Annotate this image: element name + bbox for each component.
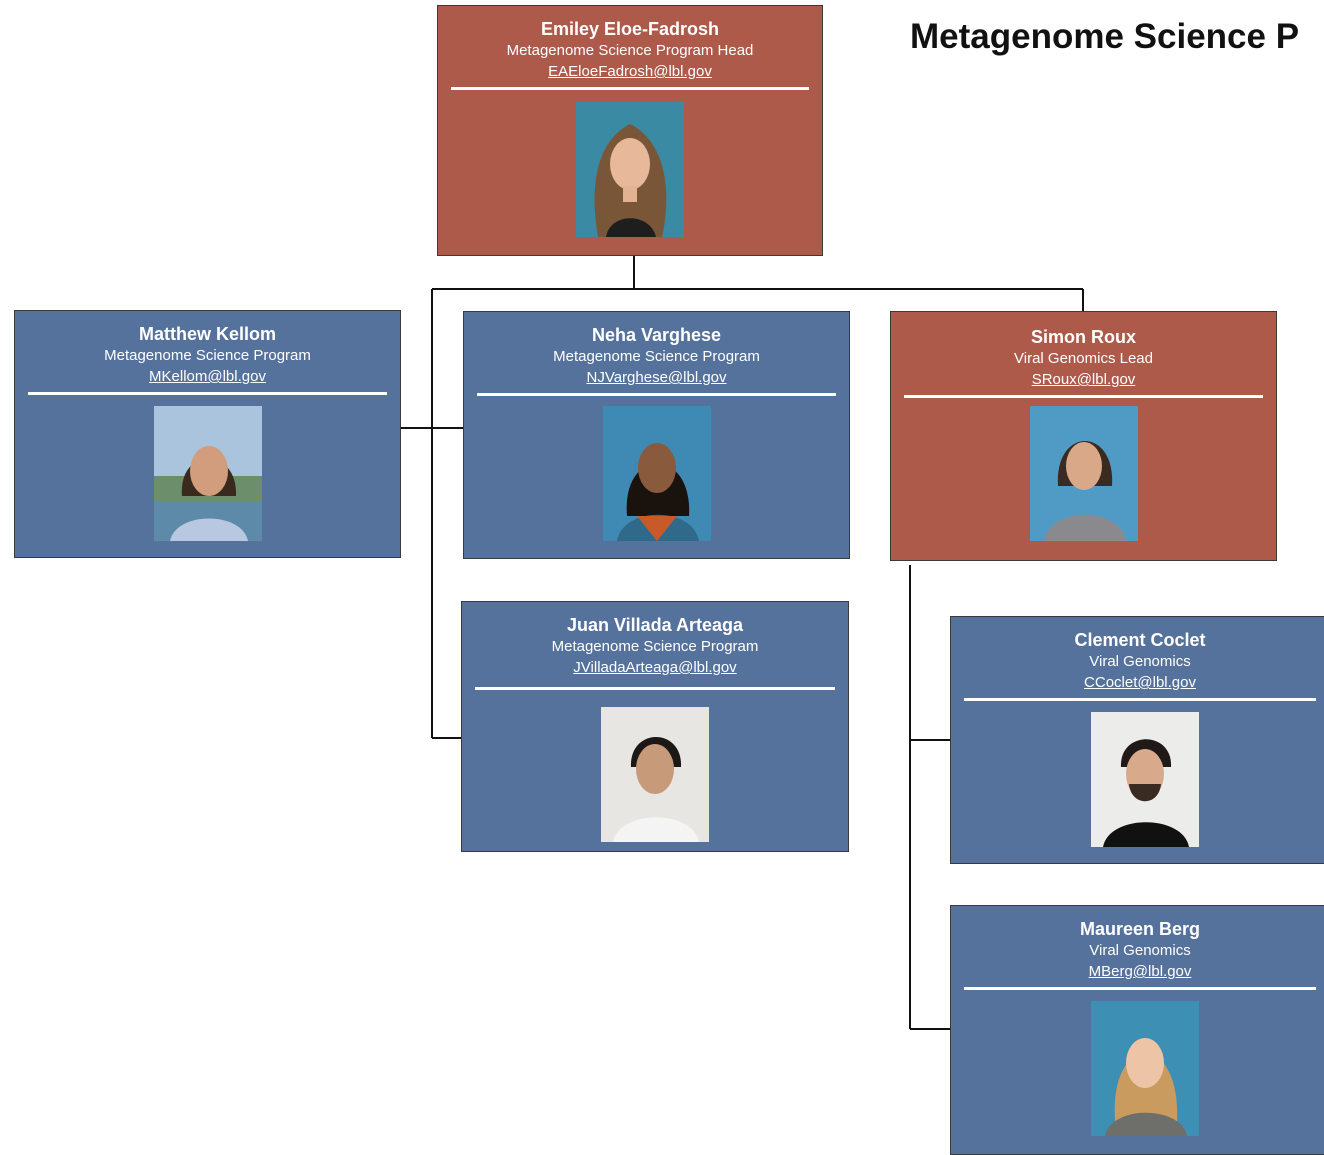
email-link[interactable]: NJVarghese@lbl.gov [586, 369, 727, 386]
org-card-emiley: Emiley Eloe-Fadrosh Metagenome Science P… [437, 5, 823, 256]
person-name: Juan Villada Arteaga [566, 615, 744, 635]
chart-title: Metagenome Science P [910, 17, 1300, 56]
person-role: Viral Genomics [1089, 653, 1191, 670]
email-link[interactable]: SRoux@lbl.gov [1031, 371, 1136, 388]
person-role: Metagenome Science Program Head [506, 42, 754, 59]
person-name: Simon Roux [1030, 327, 1136, 347]
org-card-neha: Neha Varghese Metagenome Science Program… [463, 311, 850, 559]
email-link[interactable]: EAEloeFadrosh@lbl.gov [548, 63, 712, 80]
divider [904, 395, 1263, 398]
divider [475, 687, 835, 690]
org-card-matthew: Matthew Kellom Metagenome Science Progra… [14, 310, 401, 558]
person-name: Emiley Eloe-Fadrosh [540, 19, 720, 39]
org-card-clement: Clement Coclet Viral Genomics CCoclet@lb… [950, 616, 1324, 864]
divider [964, 698, 1316, 701]
divider [964, 987, 1316, 990]
person-role: Viral Genomics [1089, 942, 1191, 959]
email-link[interactable]: CCoclet@lbl.gov [1084, 674, 1196, 691]
person-role: Metagenome Science Program [104, 347, 311, 364]
divider [477, 393, 836, 396]
profile-photo [153, 406, 262, 541]
person-name: Neha Varghese [591, 325, 722, 345]
person-role: Metagenome Science Program [551, 638, 759, 655]
profile-photo [1029, 406, 1138, 541]
divider [451, 87, 809, 90]
profile-photo [1091, 1001, 1199, 1136]
profile-photo [1091, 712, 1199, 847]
person-name: Maureen Berg [1079, 919, 1201, 939]
profile-photo [601, 707, 709, 842]
person-role: Viral Genomics Lead [1014, 350, 1153, 367]
profile-photo [602, 406, 711, 541]
profile-photo [576, 102, 684, 237]
person-name: Matthew Kellom [138, 324, 276, 344]
org-card-juan: Juan Villada Arteaga Metagenome Science … [461, 601, 849, 852]
person-name: Clement Coclet [1074, 630, 1206, 650]
person-role: Metagenome Science Program [553, 348, 760, 365]
email-link[interactable]: MBerg@lbl.gov [1088, 963, 1192, 980]
email-link[interactable]: JVilladaArteaga@lbl.gov [573, 659, 737, 676]
org-card-simon: Simon Roux Viral Genomics Lead SRoux@lbl… [890, 311, 1277, 561]
divider [28, 392, 387, 395]
org-card-maureen: Maureen Berg Viral Genomics MBerg@lbl.go… [950, 905, 1324, 1155]
email-link[interactable]: MKellom@lbl.gov [149, 368, 266, 385]
